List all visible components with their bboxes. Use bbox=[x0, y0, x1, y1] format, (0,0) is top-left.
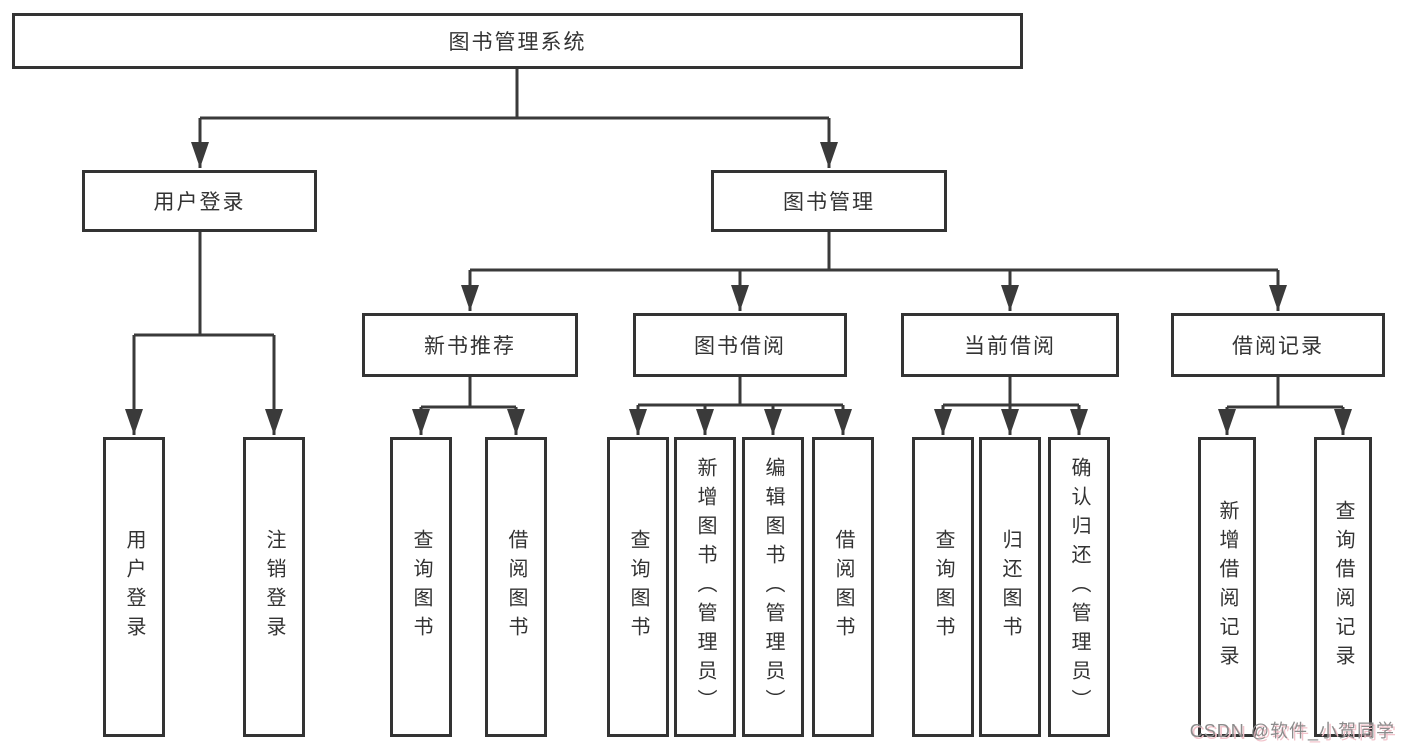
connector-book-borrowing-trunk bbox=[638, 377, 843, 407]
node-label: 新书推荐 bbox=[424, 335, 516, 358]
node-label: 借阅图书 bbox=[832, 529, 854, 645]
node-label: 查询图书 bbox=[932, 529, 954, 645]
node-label: 借阅图书 bbox=[505, 529, 527, 645]
node-leaf-add-borrow-record: 新增借阅记录 bbox=[1198, 437, 1256, 737]
node-user-login-branch: 用户登录 bbox=[82, 170, 317, 232]
node-label: 当前借阅 bbox=[964, 335, 1056, 358]
node-library-management-system: 图书管理系统 bbox=[12, 13, 1023, 69]
node-label: 查询图书 bbox=[410, 529, 432, 645]
node-label: 图书管理 bbox=[783, 191, 875, 214]
node-current-borrowing: 当前借阅 bbox=[901, 313, 1119, 377]
node-label: 编辑图书（管理员） bbox=[762, 456, 784, 718]
connector-book-management-trunk bbox=[470, 232, 1278, 272]
node-label: 查询借阅记录 bbox=[1332, 500, 1354, 674]
node-leaf-bor-borrow-books: 借阅图书 bbox=[812, 437, 874, 737]
node-label: 新增图书（管理员） bbox=[694, 456, 716, 718]
node-leaf-rec-borrow-books: 借阅图书 bbox=[485, 437, 547, 737]
node-label: 图书借阅 bbox=[694, 335, 786, 358]
node-leaf-cur-return-books: 归还图书 bbox=[979, 437, 1041, 737]
node-leaf-bor-query-books: 查询图书 bbox=[607, 437, 669, 737]
node-label: 查询图书 bbox=[627, 529, 649, 645]
node-label: 借阅记录 bbox=[1232, 335, 1324, 358]
node-label: 用户登录 bbox=[123, 529, 145, 645]
node-leaf-query-borrow-record: 查询借阅记录 bbox=[1314, 437, 1372, 737]
connector-current-borrowing-trunk bbox=[943, 377, 1079, 407]
node-borrowing-records: 借阅记录 bbox=[1171, 313, 1385, 377]
node-label: 图书管理系统 bbox=[448, 31, 587, 54]
connector-user-login-trunk bbox=[134, 232, 274, 337]
node-book-borrowing: 图书借阅 bbox=[633, 313, 847, 377]
node-leaf-bor-edit-books-admin: 编辑图书（管理员） bbox=[742, 437, 804, 737]
node-leaf-bor-add-books-admin: 新增图书（管理员） bbox=[674, 437, 736, 737]
node-book-management: 图书管理 bbox=[711, 170, 947, 232]
node-label: 归还图书 bbox=[999, 529, 1021, 645]
node-label: 确认归还（管理员） bbox=[1068, 456, 1090, 718]
connector-root-trunk bbox=[200, 69, 829, 120]
node-leaf-rec-query-books: 查询图书 bbox=[390, 437, 452, 737]
csdn-watermark: CSDN @软件_小贺同学 bbox=[1189, 721, 1395, 741]
node-new-book-recommend: 新书推荐 bbox=[362, 313, 578, 377]
node-leaf-user-login: 用户登录 bbox=[103, 437, 165, 737]
node-leaf-logout: 注销登录 bbox=[243, 437, 305, 737]
node-label: 用户登录 bbox=[153, 191, 246, 214]
node-leaf-cur-confirm-return-admin: 确认归还（管理员） bbox=[1048, 437, 1110, 737]
connector-borrowing-records-trunk bbox=[1227, 377, 1343, 409]
node-label: 注销登录 bbox=[263, 529, 285, 645]
node-leaf-cur-query-books: 查询图书 bbox=[912, 437, 974, 737]
connector-new-book-recommend-trunk bbox=[421, 377, 516, 409]
node-label: 新增借阅记录 bbox=[1216, 500, 1238, 674]
